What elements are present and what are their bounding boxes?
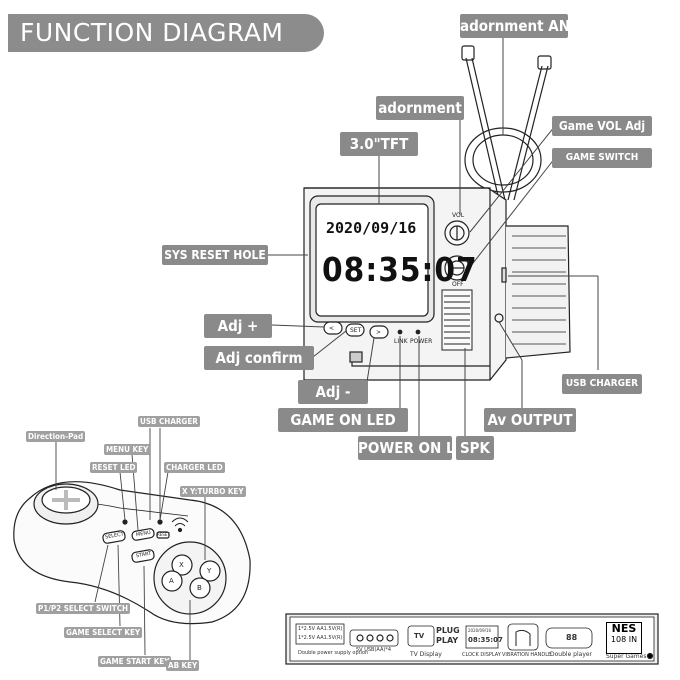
b-key	[189, 577, 211, 599]
label-tft: 3.0"TFT	[340, 132, 418, 156]
double-player-caption: Double player	[550, 651, 593, 658]
label-adj-confirm: Adj confirm	[204, 346, 314, 370]
nes-title: NES	[611, 622, 637, 635]
plug-text: PLUG	[436, 626, 460, 635]
nes-badge: NES 108 IN	[606, 622, 642, 654]
label-direction-pad: Direction-Pad	[26, 431, 86, 442]
tv-screen	[315, 203, 429, 317]
btn-minus-label: <	[329, 325, 335, 332]
antenna-left	[461, 45, 506, 201]
label-av-output: Av OUTPUT	[484, 408, 576, 432]
vol-knob-label: VOL	[452, 212, 465, 219]
label-ab-key: AB KEY	[166, 660, 200, 671]
off-knob-label: OFF	[452, 281, 464, 288]
antenna-loop	[464, 127, 542, 193]
label-controller-usb-charger: USB CHARGER	[138, 416, 200, 427]
a-key-label: A	[169, 577, 174, 585]
usb-caption: 5V USB(AA)*4	[356, 647, 392, 653]
link-label: LINK	[394, 338, 408, 345]
antenna-right	[507, 55, 552, 201]
label-adornment: adornment	[376, 96, 464, 120]
strip-clock-time: 08:35:07	[468, 636, 503, 644]
label-xy-turbo-key: X Y:TURBO KEY	[180, 486, 246, 497]
battery-line-1: 1*2.5V AA1.5V(R)	[298, 626, 343, 632]
reset-button-label: RESET	[157, 532, 170, 537]
y-key-label: Y	[207, 567, 212, 575]
tv-back-housing	[505, 225, 571, 359]
power-supply-caption: Double power supply option	[298, 650, 369, 656]
label-adj-minus: Adj -	[298, 380, 368, 404]
super-games-caption: Super Games	[606, 653, 647, 660]
nes-count: 108	[610, 635, 627, 644]
clock-display-caption: CLOCK DISPLAY	[462, 652, 501, 658]
play-text: PLAY	[436, 636, 459, 645]
label-adj-plus: Adj +	[204, 314, 272, 338]
power-led	[415, 329, 421, 335]
label-game-on-led: GAME ON LED	[278, 408, 408, 432]
label-menu-key: MENU KEY	[104, 444, 151, 455]
x-key-label: X	[179, 561, 184, 569]
label-reset-led: RESET LED	[90, 462, 138, 473]
screen-date: 2020/09/16	[326, 219, 417, 237]
label-power-on-led: POWER ON LED	[358, 436, 475, 460]
page-title: FUNCTION DIAGRAM	[8, 14, 324, 52]
y-key	[199, 560, 221, 582]
nes-count-line: 108 IN	[607, 635, 641, 645]
double-player-digits: 88	[566, 633, 578, 642]
tv-display-caption: TV Display	[410, 651, 442, 658]
usb-port	[501, 267, 507, 283]
label-usb-charger: USB CHARGER	[562, 374, 642, 394]
label-adornment-ant: adornment ANT	[460, 14, 579, 38]
label-sys-reset-hole: SYS RESET HOLE	[162, 245, 268, 265]
strip-clock-date: 2020/09/16	[468, 628, 492, 633]
btn-plus-label: >	[376, 329, 382, 336]
vibration-caption: VIBRATION HANDLE	[502, 652, 552, 658]
label-p1p2-select-switch: P1/P2 SELECT SWITCH	[36, 603, 131, 614]
label-spk: SPK	[456, 436, 494, 460]
label-game-select-key: GAME SELECT KEY	[64, 627, 143, 638]
label-game-vol-adj: Game VOL Adj	[552, 116, 652, 136]
power-label: POWER	[410, 338, 433, 345]
a-key	[161, 570, 183, 592]
speaker-grill	[441, 289, 473, 351]
x-key	[171, 554, 193, 576]
link-led	[397, 329, 403, 335]
tv-icon-text: TV	[414, 632, 425, 640]
battery-line-2: 1*2.5V AA1.5V(R)	[298, 635, 343, 641]
btn-set-label: SET	[350, 327, 362, 334]
label-game-switch: GAME SWITCH	[552, 148, 652, 168]
label-charger-led: CHARGER LED	[164, 462, 225, 473]
label-game-start-key: GAME START KEY	[98, 656, 172, 667]
screen-time: 08:35:07	[322, 250, 478, 289]
b-key-label: B	[197, 584, 202, 592]
nes-unit: IN	[628, 635, 638, 644]
